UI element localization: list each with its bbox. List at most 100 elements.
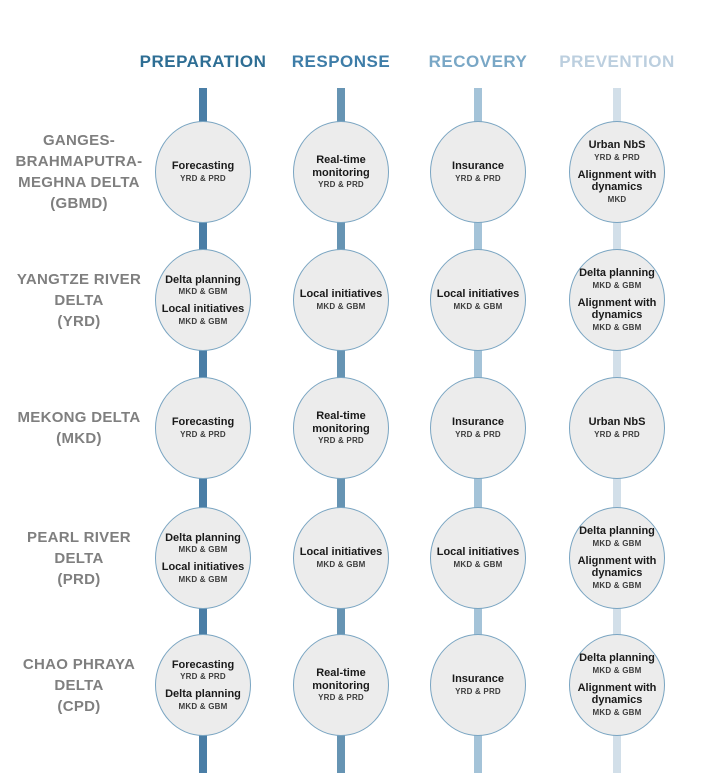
node-item-sub: MKD & GBM (592, 707, 642, 717)
column-header-response: RESPONSE (291, 52, 391, 71)
node-cpd-prevention: Delta planning MKD & GBM Alignment with … (569, 634, 665, 736)
node-item: Alignment with dynamics MKD (574, 169, 660, 205)
node-item: Local initiatives MKD & GBM (162, 303, 245, 326)
node-item: Delta planning MKD & GBM (579, 525, 655, 548)
row-label-mkd: MEKONG DELTA (MKD) (0, 371, 158, 485)
node-item-title: Alignment with dynamics (577, 168, 657, 194)
node-item-sub: YRD & PRD (455, 174, 501, 184)
node-item-sub: YRD & PRD (318, 693, 364, 703)
node-item-title: Forecasting (171, 658, 235, 671)
node-item-sub: YRD & PRD (594, 430, 640, 440)
row-label-line: BRAHMAPUTRA- (15, 153, 143, 170)
node-item-title: Delta planning (579, 525, 655, 538)
node-gbmd-preparation: Forecasting YRD & PRD (155, 121, 251, 223)
node-item-sub: YRD & PRD (318, 180, 364, 190)
node-mkd-preparation: Forecasting YRD & PRD (155, 377, 251, 479)
node-item-sub: MKD & GBM (178, 545, 228, 555)
node-item-title: Local initiatives (299, 546, 383, 559)
node-item-sub: MKD (607, 194, 627, 204)
node-item-sub: MKD & GBM (316, 302, 366, 312)
row-label-line: DELTA (54, 676, 104, 694)
node-item-sub: MKD & GBM (178, 701, 228, 711)
node-item: Real-time monitoring YRD & PRD (298, 667, 384, 703)
node-item-sub: MKD & GBM (592, 281, 642, 291)
node-item-sub: YRD & PRD (455, 687, 501, 697)
row-label-cpd: CHAO PHRAYA DELTA (CPD) (0, 628, 158, 742)
node-gbmd-recovery: Insurance YRD & PRD (430, 121, 526, 223)
node-item-title: Alignment with dynamics (577, 681, 657, 707)
node-item-sub: MKD & GBM (453, 560, 503, 570)
node-item: Local initiatives MKD & GBM (300, 546, 383, 569)
node-item-title: Insurance (452, 416, 504, 429)
node-item-title: Real-time monitoring (312, 667, 370, 692)
node-mkd-prevention: Urban NbS YRD & PRD (569, 377, 665, 479)
node-item-sub: YRD & PRD (180, 174, 226, 184)
node-item-title: Local initiatives (299, 288, 383, 301)
row-label-line: (PRD) (57, 570, 101, 588)
node-item-title: Alignment with dynamics (577, 296, 657, 322)
node-item: Forecasting YRD & PRD (172, 659, 234, 682)
node-item: Forecasting YRD & PRD (172, 160, 234, 183)
node-item-title: Real-time monitoring (312, 410, 370, 435)
row-label-line: CHAO PHRAYA (22, 655, 136, 673)
row-label-line: GANGES- (42, 132, 116, 149)
node-item-title: Delta planning (165, 688, 241, 700)
node-item-sub: YRD & PRD (180, 672, 226, 682)
node-item: Alignment with dynamics MKD & GBM (574, 682, 660, 718)
node-item-sub: MKD & GBM (178, 574, 228, 584)
row-label-line: YANGTZE RIVER (16, 270, 142, 288)
column-header-preparation: PREPARATION (139, 52, 267, 71)
node-prd-recovery: Local initiatives MKD & GBM (430, 507, 526, 609)
node-prd-response: Local initiatives MKD & GBM (293, 507, 389, 609)
node-item-title: Delta planning (165, 531, 241, 544)
node-item-title: Insurance (452, 160, 504, 173)
node-item: Urban NbS YRD & PRD (589, 416, 646, 439)
node-item-sub: MKD & GBM (592, 580, 642, 590)
node-mkd-recovery: Insurance YRD & PRD (430, 377, 526, 479)
node-item-title: Urban NbS (588, 139, 646, 152)
node-item: Urban NbS YRD & PRD (589, 139, 646, 162)
node-item-title: Alignment with dynamics (577, 554, 657, 580)
node-item-title: Delta planning (165, 273, 241, 286)
row-label-yrd: YANGTZE RIVER DELTA (YRD) (0, 243, 158, 357)
node-item: Real-time monitoring YRD & PRD (298, 154, 384, 190)
node-item: Real-time monitoring YRD & PRD (298, 410, 384, 446)
node-item: Insurance YRD & PRD (452, 160, 504, 183)
node-yrd-recovery: Local initiatives MKD & GBM (430, 249, 526, 351)
row-label-line: (YRD) (57, 312, 101, 330)
node-item-sub: YRD & PRD (455, 430, 501, 440)
node-item-sub: MKD & GBM (178, 316, 228, 326)
node-item-title: Real-time monitoring (312, 154, 370, 179)
node-item-title: Local initiatives (161, 303, 245, 315)
node-item: Local initiatives MKD & GBM (300, 288, 383, 311)
column-header-prevention: PREVENTION (559, 52, 675, 71)
node-item-title: Local initiatives (161, 561, 245, 573)
node-item-sub: MKD & GBM (592, 666, 642, 676)
node-mkd-response: Real-time monitoring YRD & PRD (293, 377, 389, 479)
node-item: Delta planning MKD & GBM (165, 274, 241, 297)
row-label-prd: PEARL RIVER DELTA (PRD) (0, 501, 158, 615)
node-item: Delta planning MKD & GBM (165, 688, 241, 711)
node-item: Delta planning MKD & GBM (579, 652, 655, 675)
node-item-title: Insurance (452, 673, 504, 686)
node-item-title: Delta planning (579, 267, 655, 280)
node-item-sub: YRD & PRD (594, 153, 640, 163)
row-label-line: (GBMD) (50, 195, 108, 212)
node-item-sub: YRD & PRD (318, 436, 364, 446)
node-item-title: Local initiatives (436, 546, 520, 559)
node-item: Local initiatives MKD & GBM (437, 546, 520, 569)
node-item-title: Forecasting (171, 416, 235, 429)
node-item: Delta planning MKD & GBM (165, 532, 241, 555)
node-item: Alignment with dynamics MKD & GBM (574, 555, 660, 591)
row-label-line: DELTA (54, 291, 104, 309)
node-item-sub: MKD & GBM (316, 560, 366, 570)
node-cpd-recovery: Insurance YRD & PRD (430, 634, 526, 736)
node-prd-preparation: Delta planning MKD & GBM Local initiativ… (155, 507, 251, 609)
node-gbmd-prevention: Urban NbS YRD & PRD Alignment with dynam… (569, 121, 665, 223)
row-label-line: (MKD) (56, 430, 102, 447)
node-gbmd-response: Real-time monitoring YRD & PRD (293, 121, 389, 223)
row-label-gbmd: GANGES- BRAHMAPUTRA- MEGHNA DELTA (GBMD) (0, 115, 158, 229)
row-label-line: DELTA (54, 549, 104, 567)
row-label-line: MEKONG DELTA (17, 409, 141, 426)
node-item-title: Forecasting (171, 160, 235, 173)
